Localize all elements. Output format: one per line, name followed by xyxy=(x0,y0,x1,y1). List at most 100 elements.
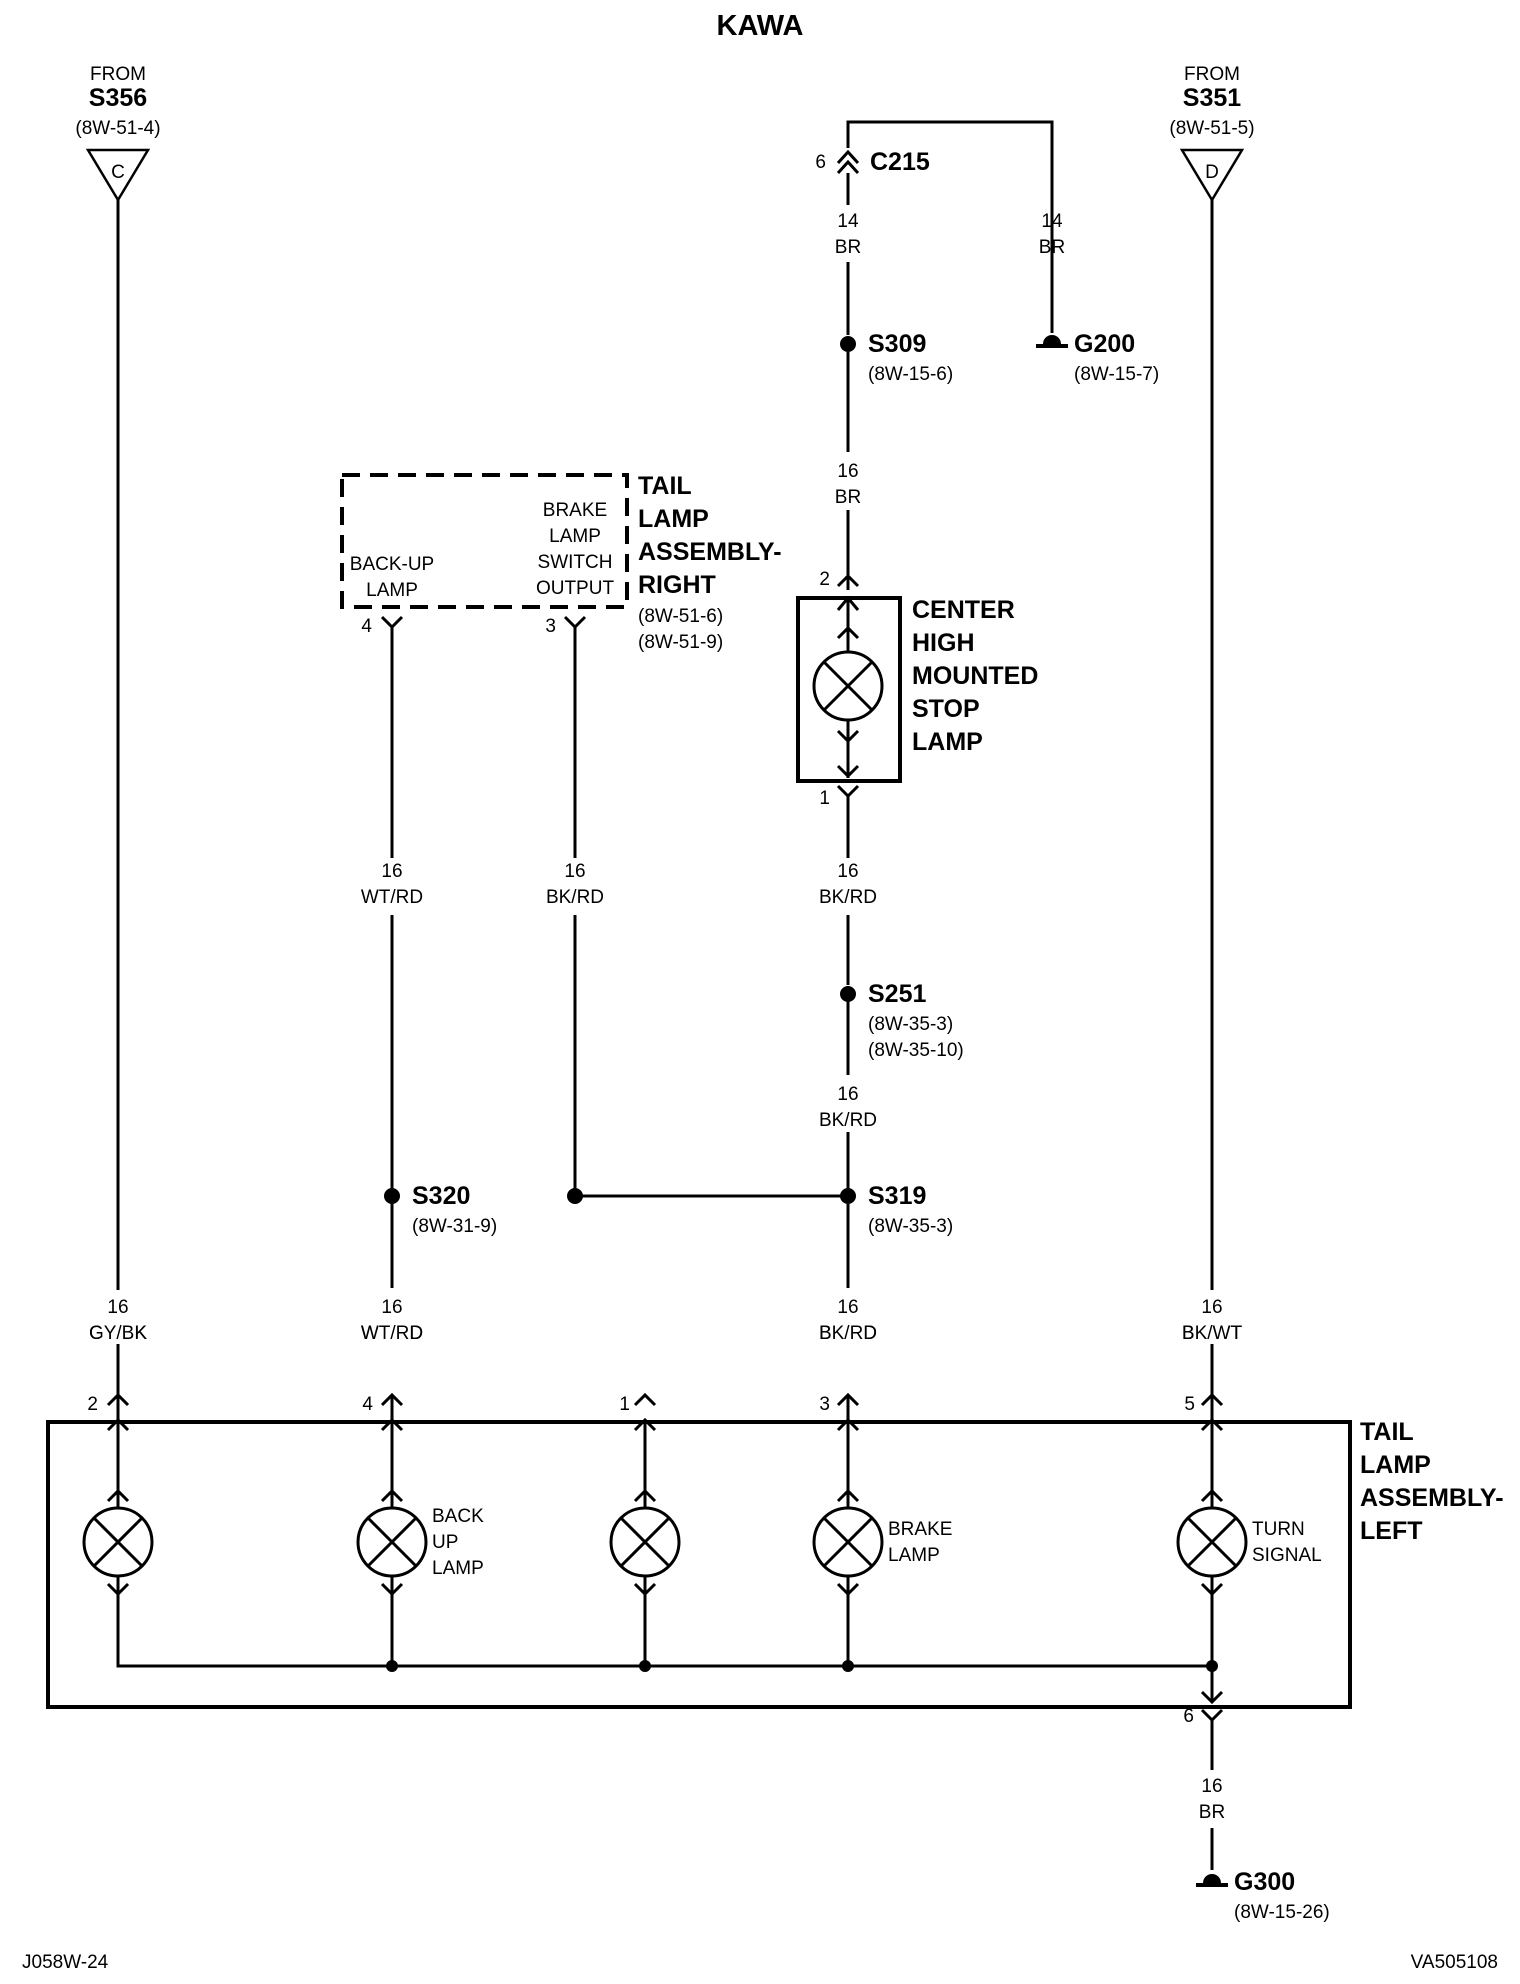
splice-s251-name: S251 xyxy=(868,980,926,1008)
splice-s251-ref: (8W-35-10) xyxy=(868,1040,964,1061)
feed-s356: FROM S356 (8W-51-4) C xyxy=(75,64,161,203)
brake-switch-label-line: OUTPUT xyxy=(536,578,615,599)
wire-color: BK/WT xyxy=(1182,1323,1243,1344)
connector-c215-name: C215 xyxy=(870,148,930,176)
ground-g200-symbol xyxy=(1036,262,1068,348)
tail-left-pin: 3 xyxy=(819,1394,830,1415)
brake-switch-label-line: LAMP xyxy=(549,526,601,547)
wire-gauge: 16 xyxy=(107,1297,128,1318)
tail-left-pin: 5 xyxy=(1184,1394,1195,1415)
wire-color: WT/RD xyxy=(361,887,423,908)
tail-right-pin-backup: 4 xyxy=(361,616,372,637)
splice-s351-name: S351 xyxy=(1183,84,1241,112)
wire-gauge: 16 xyxy=(1201,1297,1222,1318)
splice-s309-name: S309 xyxy=(868,330,926,358)
connector-chevron xyxy=(836,149,860,165)
wire-color: WT/RD xyxy=(361,1323,423,1344)
wire-gauge: 16 xyxy=(381,1297,402,1318)
splice-s320-name: S320 xyxy=(412,1182,470,1210)
chmsl-title-line: STOP xyxy=(912,695,980,723)
splice-s356-ref: (8W-51-4) xyxy=(75,118,160,139)
wire-gauge: 14 xyxy=(1041,211,1063,232)
ground-g200-ref: (8W-15-7) xyxy=(1074,364,1159,385)
tail-right-title-line: RIGHT xyxy=(638,571,716,599)
wire-color: BK/RD xyxy=(819,1110,877,1131)
tail-right-title-line: TAIL xyxy=(638,472,692,500)
tail-lamp-right: BACK-UP LAMP BRAKE LAMP SWITCH OUTPUT TA… xyxy=(340,472,782,653)
chmsl-title-line: HIGH xyxy=(912,629,975,657)
splice-s319-ref: (8W-35-3) xyxy=(868,1216,953,1237)
tail-right-ref: (8W-51-6) xyxy=(638,606,723,627)
turn-signal-label-line: TURN xyxy=(1252,1519,1305,1540)
wire-gauge: 16 xyxy=(837,1084,858,1105)
tail-right-pin-brake: 3 xyxy=(545,616,556,637)
ground-g300-name: G300 xyxy=(1234,1868,1295,1896)
from-label: FROM xyxy=(90,64,146,85)
tail-left-pin: 1 xyxy=(619,1394,630,1415)
wire-gauge: 16 xyxy=(837,861,858,882)
splice-s351-ref: (8W-51-5) xyxy=(1169,118,1254,139)
connector-letter-d: D xyxy=(1205,162,1219,183)
splice-s309-ref: (8W-15-6) xyxy=(868,364,953,385)
wire-color: BK/RD xyxy=(819,1323,877,1344)
wire-gauge: 16 xyxy=(1201,1776,1222,1797)
backup-lamp-label-line: LAMP xyxy=(432,1558,484,1579)
connector-chevron xyxy=(1200,1708,1224,1723)
tail-lamp-left-box xyxy=(46,1420,1352,1709)
tail-left-lamp-brake: BRAKE LAMP xyxy=(812,1392,952,1672)
backup-lamp-label-line: UP xyxy=(432,1532,458,1553)
tail-left-title-line: TAIL xyxy=(1360,1418,1414,1446)
tail-left-ground-pin: 6 xyxy=(1183,1706,1194,1727)
wire-gauge: 16 xyxy=(564,861,585,882)
chmsl-title-line: MOUNTED xyxy=(912,662,1038,690)
splice-s251-ref: (8W-35-3) xyxy=(868,1014,953,1035)
chmsl-pin-bottom: 1 xyxy=(819,788,830,809)
ground-g300-symbol xyxy=(1196,1828,1228,1887)
tail-left-lamp-3 xyxy=(609,1392,681,1672)
c215-pin: 6 xyxy=(815,152,826,173)
splice-s309-dot xyxy=(840,336,856,352)
wire-color: BK/RD xyxy=(819,887,877,908)
footer-right-code: VA505108 xyxy=(1411,1952,1498,1973)
ground-g200-name: G200 xyxy=(1074,330,1135,358)
wire-color: BK/RD xyxy=(546,887,604,908)
chmsl-title-line: CENTER xyxy=(912,596,1015,624)
brake-lamp-label-line: LAMP xyxy=(888,1545,940,1566)
connector-chevron xyxy=(836,159,860,175)
splice-s320-dot xyxy=(384,1188,400,1204)
tail-left-pin: 2 xyxy=(87,1394,98,1415)
tail-left-title-line: ASSEMBLY- xyxy=(1360,1484,1504,1512)
connector-triangle-d xyxy=(1179,148,1245,203)
wire-color: BR xyxy=(835,237,861,258)
tail-left-title-line: LEFT xyxy=(1360,1517,1423,1545)
footer-left-code: J058W-24 xyxy=(22,1952,109,1973)
tail-left-lamp-backup: BACK UP LAMP xyxy=(356,1392,484,1672)
chmsl-pin-top: 2 xyxy=(819,569,830,590)
from-label: FROM xyxy=(1184,64,1240,85)
tail-right-title-line: ASSEMBLY- xyxy=(638,538,782,566)
splice-s251-dot xyxy=(840,986,856,1002)
wire-gauge: 16 xyxy=(381,861,402,882)
splice-s319-name: S319 xyxy=(868,1182,926,1210)
tail-left-title-line: LAMP xyxy=(1360,1451,1431,1479)
tail-lamp-right-box xyxy=(340,473,629,609)
wire-color: BR xyxy=(1039,237,1065,258)
connector-triangle-c xyxy=(85,148,151,203)
turn-signal-label-line: SIGNAL xyxy=(1252,1545,1322,1566)
backup-label-line: LAMP xyxy=(366,580,418,601)
splice-s356-name: S356 xyxy=(89,84,147,112)
chmsl-title-line: LAMP xyxy=(912,728,983,756)
brake-switch-label-line: BRAKE xyxy=(543,500,607,521)
splice-s320-ref: (8W-31-9) xyxy=(412,1216,497,1237)
wire-gauge: 16 xyxy=(837,461,858,482)
splice-s319-dot xyxy=(840,1188,856,1204)
wire-color: BR xyxy=(1199,1802,1225,1823)
backup-lamp-label-line: BACK xyxy=(432,1506,484,1527)
wire-c215-loop xyxy=(846,120,1054,322)
backup-label-line: BACK-UP xyxy=(350,554,434,575)
wire-gauge: 16 xyxy=(837,1297,858,1318)
wire-gauge: 14 xyxy=(837,211,859,232)
chmsl-component: 2 1 CENTER HIGH MOUNTED STOP LAMP xyxy=(796,569,1038,809)
tail-left-lamp-1 xyxy=(82,1392,1212,1668)
